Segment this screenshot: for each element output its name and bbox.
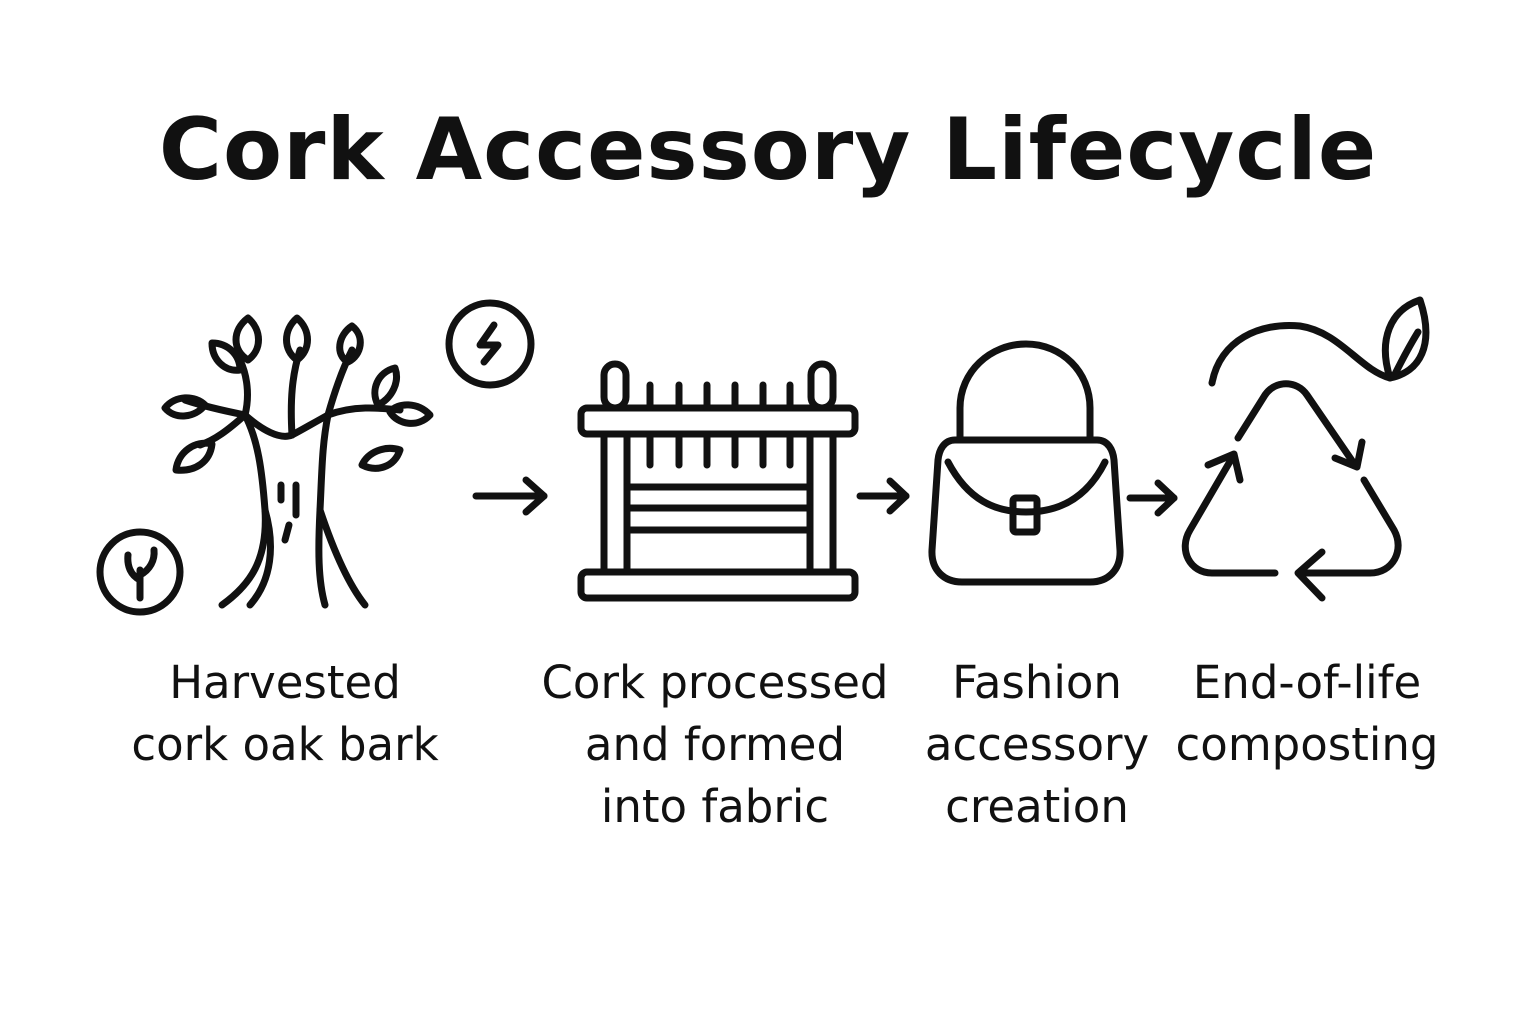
step-label-creation: Fashion accessory creation	[912, 652, 1162, 838]
step-label-composting: End-of-life composting	[1162, 652, 1452, 776]
step-label-line: Harvested	[169, 656, 401, 709]
sprout-badge-icon	[96, 528, 184, 616]
step-label-line: accessory	[924, 718, 1150, 771]
step-label-line: Fashion	[952, 656, 1122, 709]
loom-icon	[577, 360, 859, 602]
arrow-right-icon	[1126, 479, 1178, 517]
step-label-harvest: Harvested cork oak bark	[85, 652, 485, 776]
energy-badge-icon	[445, 299, 535, 389]
step-label-line: cork oak bark	[131, 718, 439, 771]
step-label-line: into fabric	[600, 780, 830, 833]
step-label-line: creation	[945, 780, 1129, 833]
arrow-right-icon	[472, 476, 548, 516]
recycle-leaf-icon	[1181, 296, 1430, 602]
step-label-line: End-of-life	[1192, 656, 1422, 709]
diagram-title: Cork Accessory Lifecycle	[158, 100, 1378, 200]
step-label-line: Cork processed	[541, 656, 889, 709]
step-label-line: composting	[1175, 718, 1439, 771]
cork-oak-tree-icon	[161, 314, 434, 609]
arrow-right-icon	[856, 477, 910, 515]
step-label-line: and formed	[584, 718, 846, 771]
handbag-icon	[928, 340, 1124, 586]
step-label-processing: Cork processed and formed into fabric	[520, 652, 910, 838]
